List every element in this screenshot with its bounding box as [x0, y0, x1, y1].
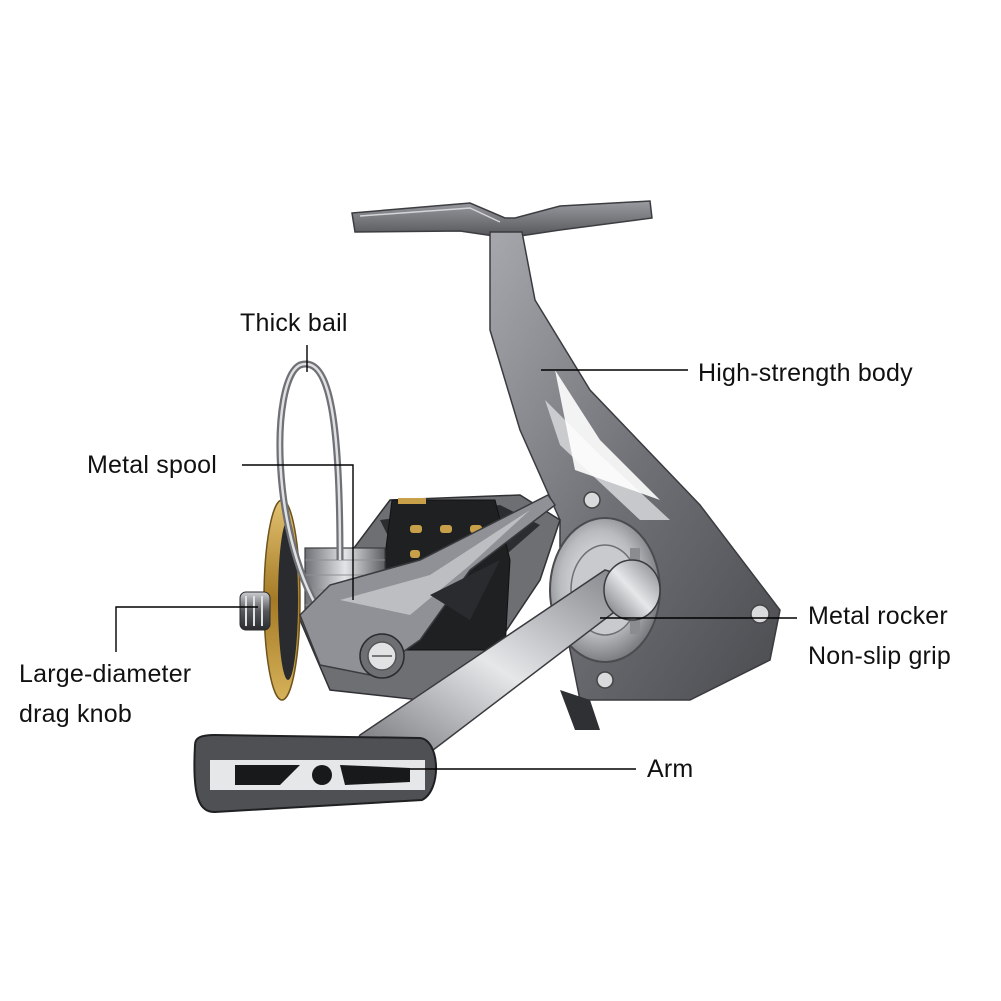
reel-foot: [351, 200, 653, 237]
drag-knob: [239, 591, 271, 631]
label-drag-knob-line2: drag knob: [19, 700, 132, 728]
label-thick-bail: Thick bail: [240, 309, 348, 337]
label-metal-rocker: Metal rocker: [808, 602, 948, 630]
leader-lines: [115, 345, 797, 770]
handle-grip: [193, 733, 437, 814]
label-non-slip-grip: Non-slip grip: [808, 642, 951, 670]
label-metal-spool: Metal spool: [87, 451, 218, 479]
bail-arm: [299, 494, 557, 679]
handle-arm: [343, 559, 661, 761]
label-drag-knob-line1: Large-diameter: [19, 660, 192, 688]
label-high-strength-body: High-strength body: [698, 359, 913, 387]
bail-wire: [276, 360, 344, 622]
label-arm: Arm: [647, 755, 694, 783]
